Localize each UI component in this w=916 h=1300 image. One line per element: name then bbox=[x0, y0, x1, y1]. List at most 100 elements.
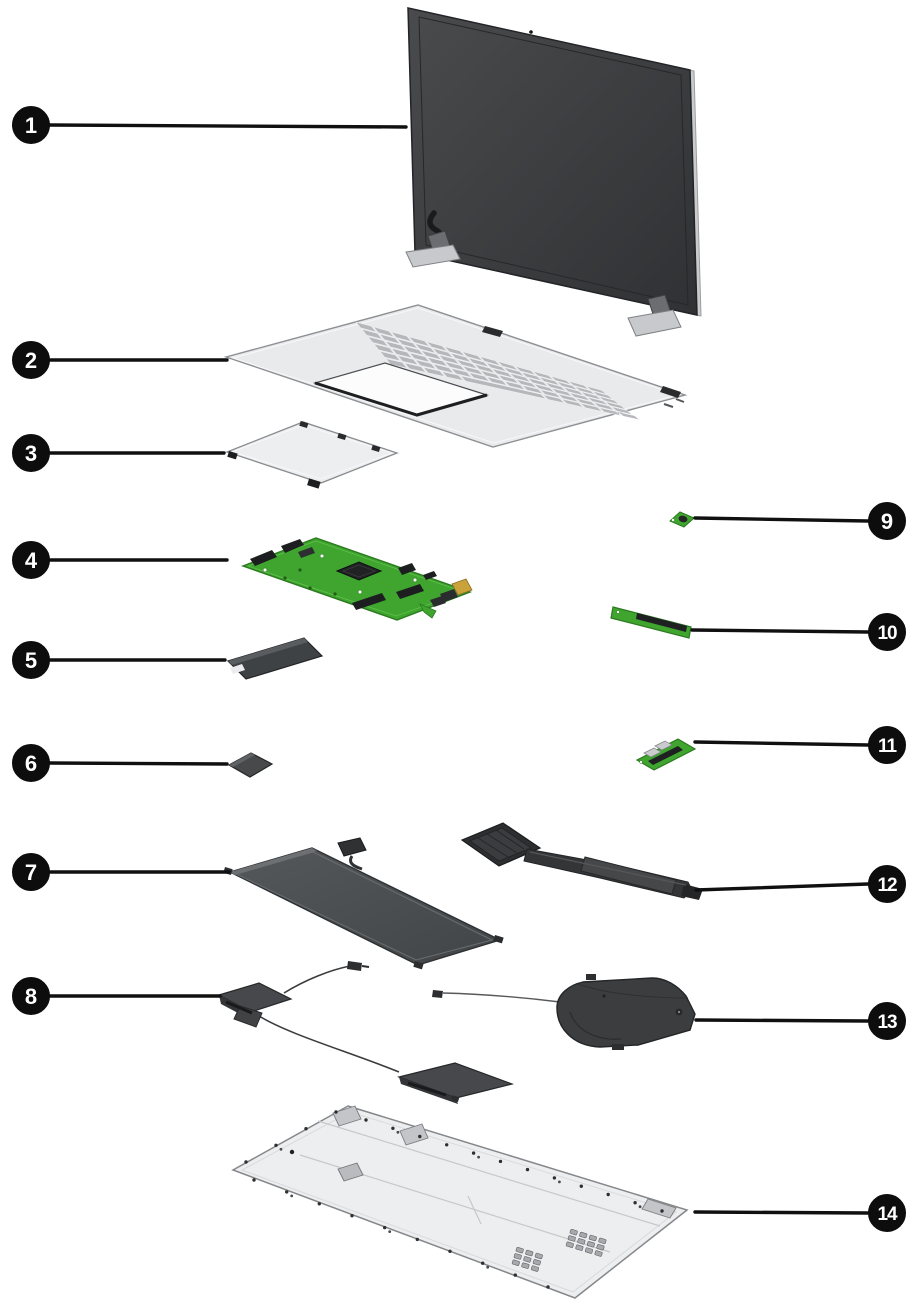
board-hole-1 bbox=[262, 567, 268, 573]
display-bezel-line bbox=[418, 16, 689, 306]
callout-13-number: 13 bbox=[877, 1012, 897, 1033]
callout-10-circle bbox=[868, 613, 906, 651]
port-dark-2 bbox=[430, 596, 446, 607]
fan-housing bbox=[556, 977, 696, 1048]
connector-board-port-2 bbox=[643, 747, 662, 758]
heatsink-fin-2 bbox=[486, 833, 518, 854]
callout-4-circle bbox=[12, 541, 50, 579]
callout-7-circle bbox=[12, 853, 50, 891]
right-speaker-body bbox=[396, 1062, 515, 1099]
callout-14: 14 bbox=[868, 1194, 906, 1232]
leader-line-13 bbox=[694, 1018, 870, 1023]
heat-sink-illustration bbox=[460, 822, 703, 900]
bottom-cover-inner-line bbox=[240, 1111, 678, 1293]
callout-13: 13 bbox=[868, 1002, 906, 1040]
speaker-plug-tip bbox=[361, 965, 370, 968]
bottom-cover-illustration bbox=[231, 1105, 689, 1299]
touchpad-highlight bbox=[230, 424, 394, 480]
board-hole-4 bbox=[412, 577, 418, 583]
bottom-cover-block bbox=[337, 1162, 364, 1182]
leader-lines bbox=[46, 123, 870, 1215]
callout-5-circle bbox=[12, 641, 50, 679]
board-hole-3 bbox=[357, 589, 363, 595]
callout-8-number: 8 bbox=[25, 984, 37, 1009]
system-board-illustration bbox=[240, 537, 473, 621]
leader-line-6 bbox=[47, 761, 229, 766]
callout-10-number: 10 bbox=[877, 623, 897, 644]
callout-1-number: 1 bbox=[25, 113, 37, 138]
bottom-cover-dark-dot bbox=[289, 1149, 295, 1155]
touchpad-opening-edge bbox=[314, 381, 488, 417]
bottom-cover-crease-3 bbox=[467, 1195, 482, 1225]
speakers-illustration bbox=[217, 961, 515, 1104]
callout-4: 4 bbox=[12, 541, 50, 579]
callout-6-number: 6 bbox=[25, 751, 37, 776]
speaker-grille-left bbox=[511, 1246, 543, 1272]
callout-12: 12 bbox=[868, 865, 906, 903]
callout-10: 10 bbox=[868, 613, 906, 651]
heatsink-pipe-tip bbox=[681, 884, 703, 900]
heatsink-pipe-sleeve bbox=[580, 856, 677, 895]
leader-line-10 bbox=[690, 628, 870, 634]
heatsink-fin-1 bbox=[477, 837, 509, 858]
bottom-cover-body bbox=[231, 1105, 689, 1299]
leader-line-12 bbox=[694, 882, 870, 892]
fan-illustration bbox=[432, 974, 696, 1050]
fan-screw bbox=[677, 1010, 681, 1014]
callout-2-circle bbox=[12, 341, 50, 379]
fan-wire-connector bbox=[432, 990, 443, 998]
board-chip-small-1 bbox=[398, 563, 416, 575]
touchpad-body bbox=[225, 421, 399, 484]
callout-7-number: 7 bbox=[25, 860, 37, 885]
callout-2-number: 2 bbox=[25, 348, 37, 373]
board-hole-2 bbox=[319, 553, 325, 559]
display-panel bbox=[407, 7, 698, 316]
ssd-notch bbox=[230, 664, 245, 674]
callout-3-circle bbox=[12, 434, 50, 472]
callout-2: 2 bbox=[12, 341, 50, 379]
speaker-wire-long bbox=[258, 1015, 400, 1073]
leader-line-11 bbox=[693, 740, 870, 747]
fan-dot bbox=[602, 994, 606, 998]
fan-housing-curve-2 bbox=[577, 983, 689, 999]
wlan-top-face bbox=[229, 753, 255, 767]
callout-5-number: 5 bbox=[25, 648, 37, 673]
narrow-board-hole bbox=[616, 610, 620, 614]
usb-port-gold bbox=[451, 578, 473, 596]
top-cover-keyboard-illustration bbox=[223, 304, 688, 448]
callout-8-circle bbox=[12, 977, 50, 1015]
touchpad-foot bbox=[227, 450, 238, 460]
callout-13-circle bbox=[868, 1002, 906, 1040]
touchpad-tab-1 bbox=[299, 420, 309, 429]
touchpad-tab-2 bbox=[337, 432, 347, 441]
callout-1: 1 bbox=[12, 106, 50, 144]
battery-body bbox=[228, 847, 502, 966]
callout-12-number: 12 bbox=[877, 875, 897, 896]
narrow-board-connector bbox=[636, 613, 687, 632]
leader-line-14 bbox=[693, 1210, 870, 1215]
callout-9-circle bbox=[868, 502, 906, 540]
callout-11: 11 bbox=[868, 726, 906, 764]
leader-line-1 bbox=[47, 123, 408, 129]
board-cap-4 bbox=[298, 568, 302, 572]
board-chip-small-2 bbox=[423, 571, 437, 580]
board-arm bbox=[419, 603, 437, 619]
heatsink-pipe-highlight bbox=[529, 851, 687, 886]
board-connector-2 bbox=[281, 539, 304, 553]
callout-8: 8 bbox=[12, 977, 50, 1015]
touchpad-connector bbox=[307, 478, 321, 489]
battery-tab-bottom bbox=[413, 960, 424, 970]
fan-wire bbox=[442, 992, 561, 1003]
connector-board-slot bbox=[648, 746, 683, 765]
battery-top-edge bbox=[230, 848, 317, 875]
callout-3: 3 bbox=[12, 434, 50, 472]
keyboard-keys bbox=[355, 321, 640, 420]
hinge-cutout-left bbox=[482, 326, 503, 337]
callouts: 1 2 3 4 5 6 7 8 bbox=[12, 106, 906, 1232]
callout-14-number: 14 bbox=[877, 1204, 898, 1225]
callout-11-circle bbox=[868, 726, 906, 764]
ssd-top-face bbox=[228, 638, 308, 665]
small-board-hole bbox=[671, 518, 675, 522]
part-10-narrow-board-illustration bbox=[610, 606, 692, 639]
battery-connector bbox=[337, 837, 367, 857]
